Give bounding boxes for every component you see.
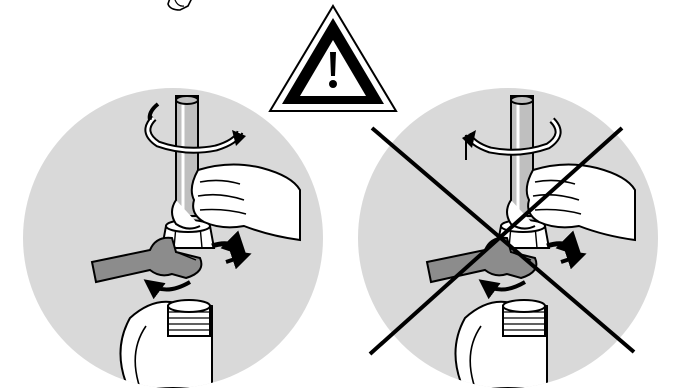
cropped-fitting-icon xyxy=(168,0,192,10)
correct-method-panel xyxy=(23,88,323,388)
threaded-fitting xyxy=(455,300,547,388)
threaded-fitting xyxy=(120,300,212,388)
warning-triangle-icon xyxy=(270,6,396,111)
incorrect-method-panel xyxy=(358,88,658,388)
